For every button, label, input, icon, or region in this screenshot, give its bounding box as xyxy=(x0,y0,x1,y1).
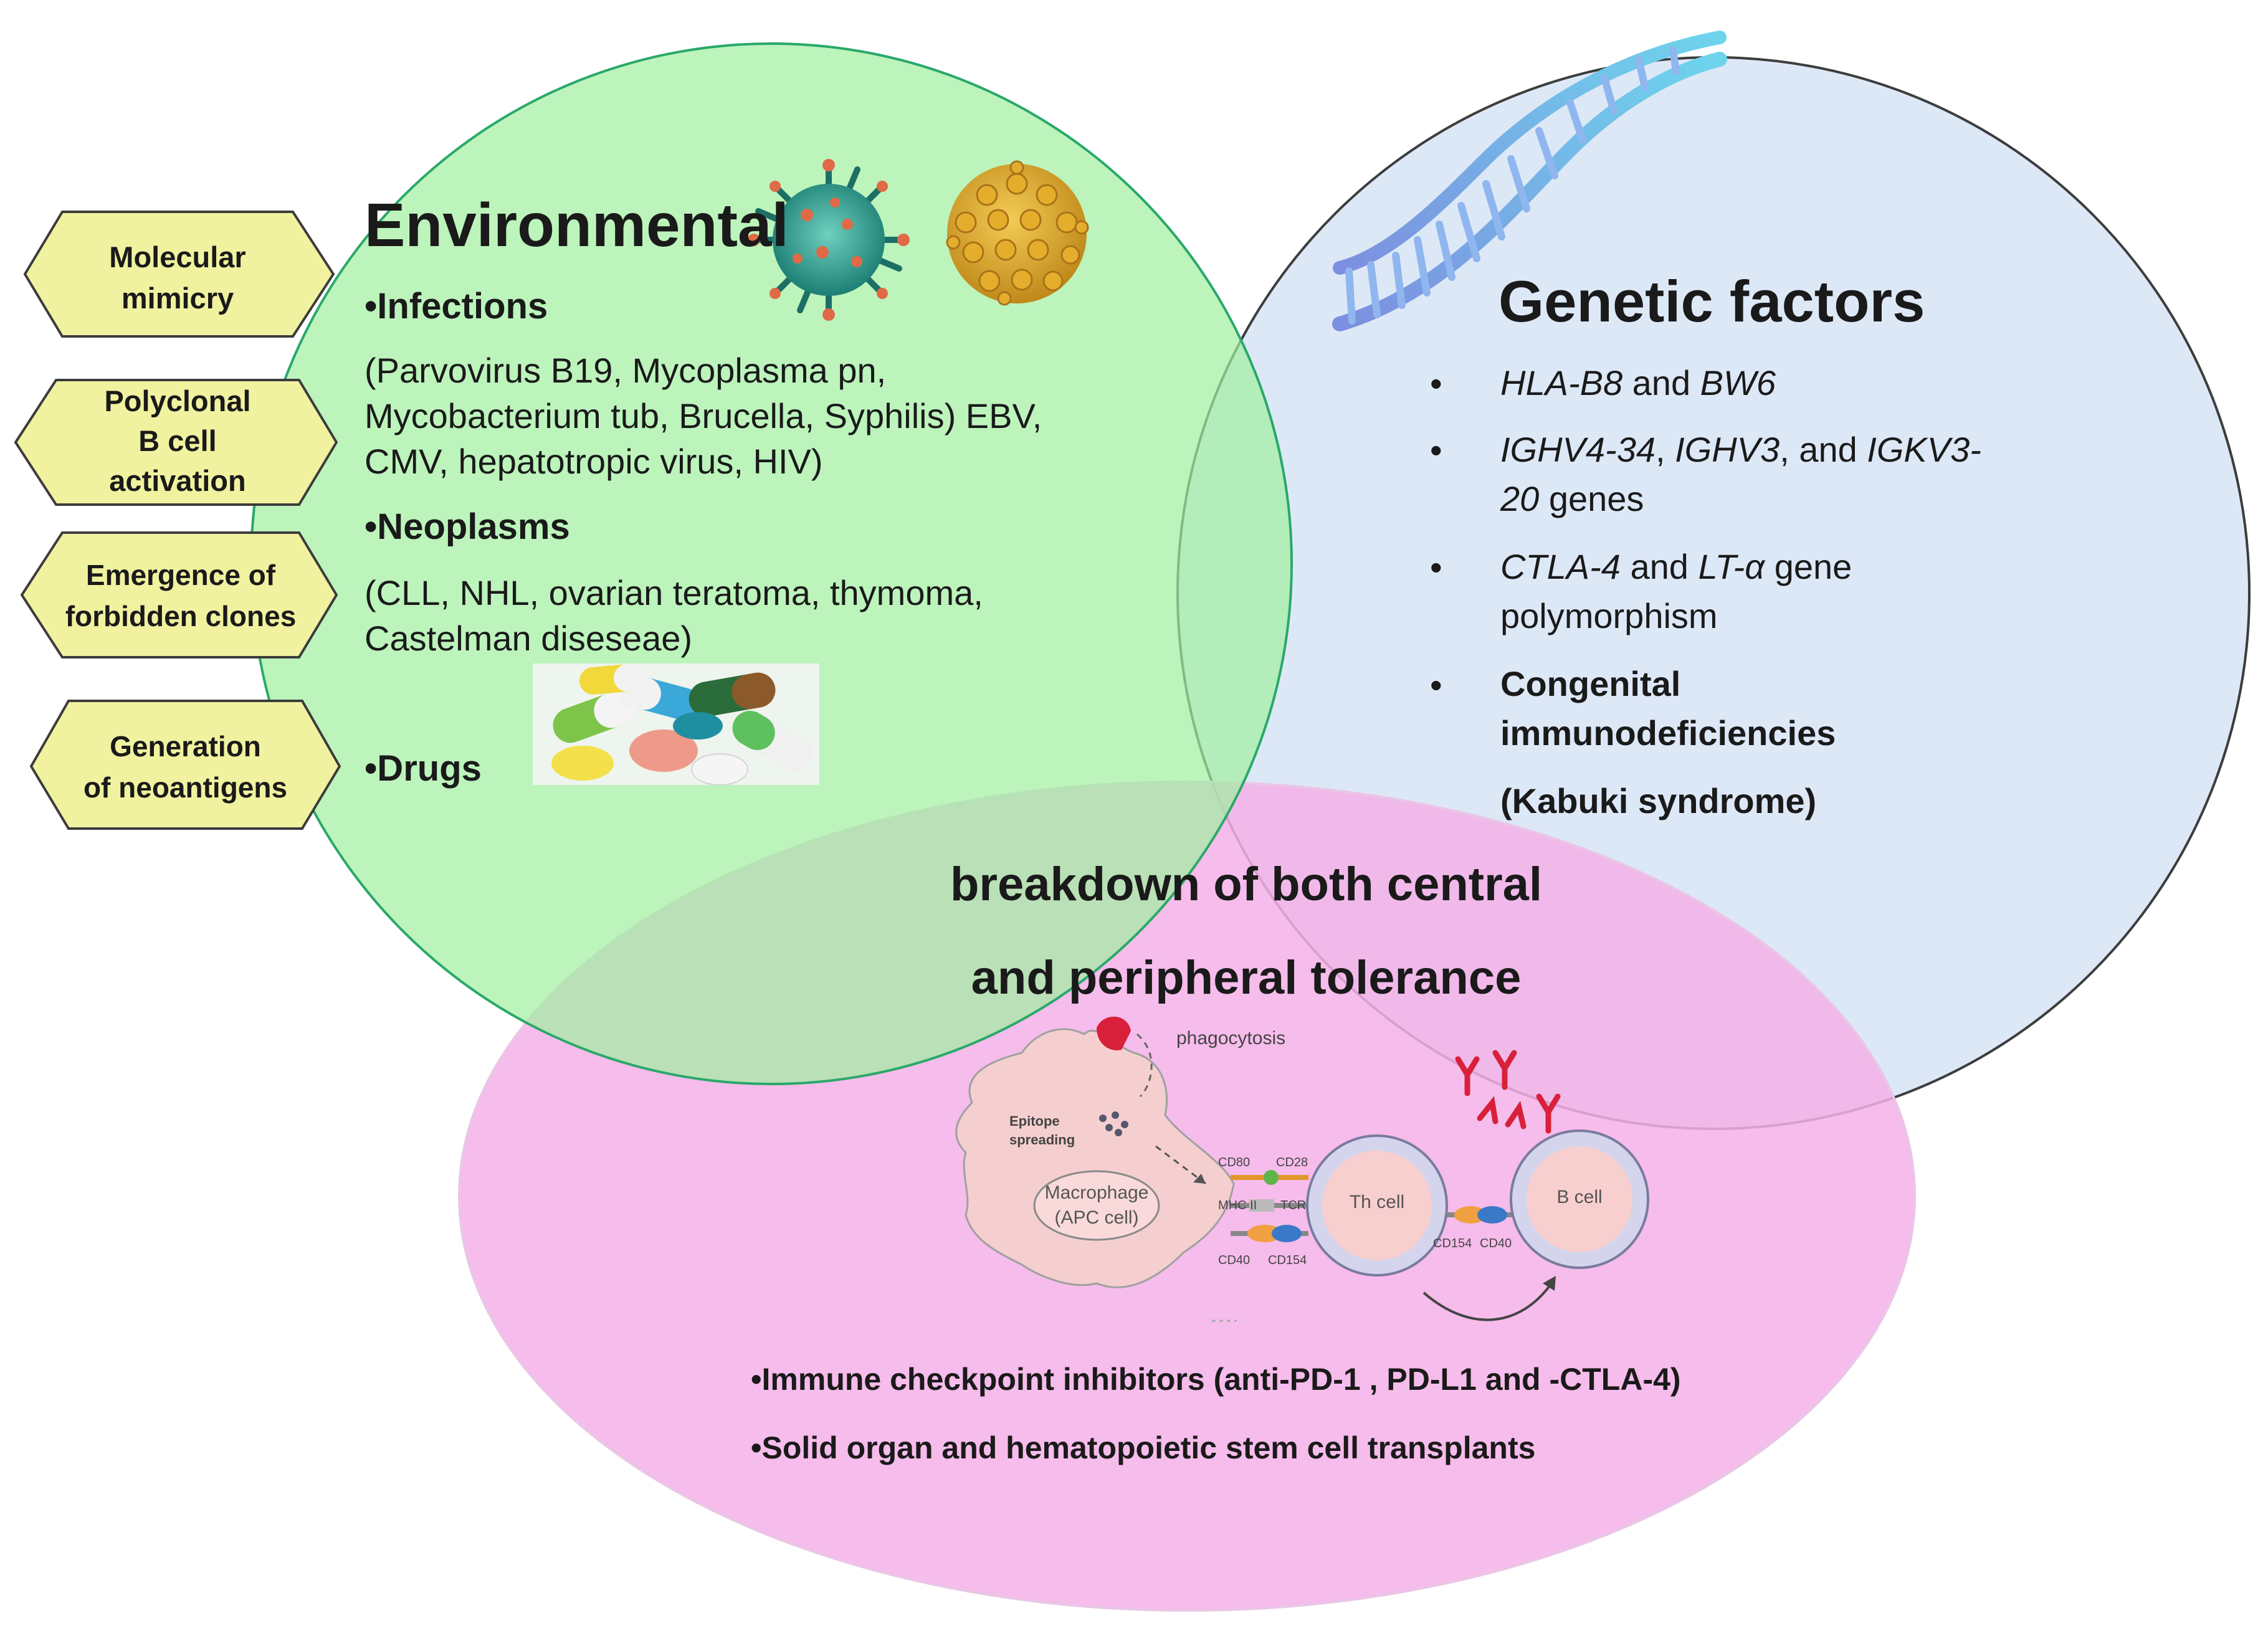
tolerance-title: breakdown of both central and peripheral… xyxy=(950,858,1543,1004)
macrophage-shape xyxy=(955,1028,1235,1288)
genetic-item-hla: HLA-B8 and BW6 xyxy=(1500,363,1776,402)
cd154-label-1: CD154 xyxy=(1268,1253,1307,1267)
hexagon-polyclonal-label: Polyclonal B cell activation xyxy=(104,384,251,497)
infections-list: (Parvovirus B19, Mycoplasma pn, Mycobact… xyxy=(364,351,1042,481)
virus-teal-icon xyxy=(748,159,910,321)
cd80-label: CD80 xyxy=(1218,1156,1251,1169)
pills-icon xyxy=(533,663,819,786)
environmental-title: Environmental xyxy=(364,191,789,259)
hexagon-forbidden-clones xyxy=(20,531,338,658)
infections-heading: •Infections xyxy=(364,286,548,326)
macrophage-label: Macrophage (APC cell) xyxy=(1044,1182,1149,1228)
cd40-label-2: CD40 xyxy=(1480,1237,1512,1250)
genetic-bullet-2: • xyxy=(1430,430,1442,470)
hexagon-neoantigens xyxy=(29,700,341,830)
genetic-item-ighv: IGHV4-34, IGHV3, and IGKV3- 20 genes xyxy=(1500,430,1981,518)
hexagon-polyclonal xyxy=(14,379,338,506)
genetic-bullet-4: • xyxy=(1430,665,1442,705)
dna-helix-icon xyxy=(1332,31,1727,331)
hexagon-molecular-mimicry-label: Molecular mimicry xyxy=(109,240,246,315)
hexagon-molecular-mimicry xyxy=(23,211,335,338)
cd40-label-1: CD40 xyxy=(1218,1253,1251,1267)
hexagon-forbidden-clones-label: Emergence of forbidden clones xyxy=(65,559,297,632)
drugs-heading: •Drugs xyxy=(364,748,482,789)
genetic-bullet-1: • xyxy=(1430,364,1442,403)
antibodies-icon xyxy=(1455,1050,1561,1134)
cd28-label: CD28 xyxy=(1276,1156,1308,1169)
genetic-title: Genetic factors xyxy=(1498,269,1925,334)
phagocytosis-label: phagocytosis xyxy=(1176,1028,1286,1048)
cd154-label-2: CD154 xyxy=(1433,1237,1472,1250)
mhc-label: MHC II xyxy=(1218,1199,1257,1212)
genetic-bullet-3: • xyxy=(1430,548,1442,587)
th-cell-label: Th cell xyxy=(1349,1192,1405,1212)
epitope-label: Epitope spreading xyxy=(1009,1113,1075,1148)
transplants-text: •Solid organ and hematopoietic stem cell… xyxy=(751,1430,1536,1465)
neoplasms-list: (CLL, NHL, ovarian teratoma, thymoma, Ca… xyxy=(364,573,983,658)
hexagon-group xyxy=(14,211,341,830)
neoplasms-heading: •Neoplasms xyxy=(364,506,570,547)
checkpoint-inhibitors-text: •Immune checkpoint inhibitors (anti-PD-1… xyxy=(751,1362,1681,1397)
hexagon-neoantigens-label: Generation of neoantigens xyxy=(83,730,288,804)
tcr-label: TCR xyxy=(1280,1199,1307,1212)
genetic-item-congenital: Congenital immunodeficiencies (Kabuki sy… xyxy=(1500,664,1836,820)
b-cell-label: B cell xyxy=(1556,1187,1603,1207)
genetic-item-ctla4: CTLA-4 and LT-α gene polymorphism xyxy=(1500,547,1852,635)
immune-illustration xyxy=(955,1016,1649,1322)
virus-gold-icon xyxy=(946,160,1089,306)
